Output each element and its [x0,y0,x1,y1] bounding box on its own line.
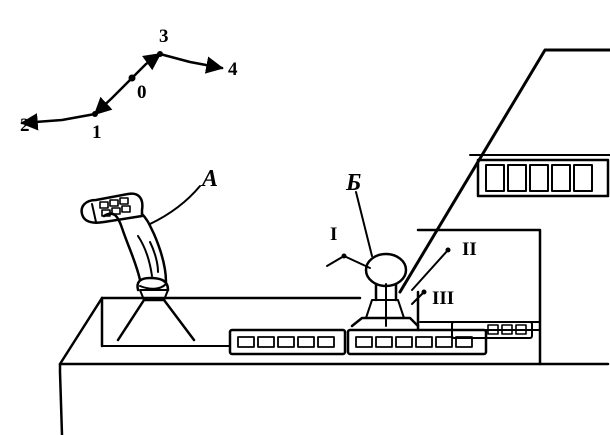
joystick-shaft-left [102,212,142,282]
lever-label-III: III [432,288,454,309]
lever-knob [364,252,408,288]
joystick-shaft-right [140,212,168,284]
console-body [58,48,610,435]
lever-leader [355,191,373,257]
joystick: А [80,166,218,342]
lever-leader-I [326,255,371,269]
scheme-label-4: 4 [228,59,238,80]
indicator-frame-top [476,158,610,198]
arrow-3-to-4 [158,52,224,74]
indicator-row-small [451,321,533,339]
lever-label-II: II [462,239,477,260]
scheme-node-1 [92,111,98,117]
arrow-1-to-2 [20,112,97,131]
panel-recess [416,228,542,366]
arrow-0-to-3 [130,52,162,80]
indicator-frame-right [346,328,488,356]
indicator-row-right [346,328,488,356]
indicator-frame-small [451,321,533,339]
indicator-panel-top [476,158,610,198]
arrow-0-to-1 [93,76,134,116]
console-front-edge [58,362,610,435]
scheme-label-1: 1 [92,122,102,143]
scheme-node-0 [128,74,136,82]
shift-scheme: 0 1 2 3 4 [20,26,238,143]
scheme-node-3 [157,51,163,57]
tall-panel-slope [398,48,610,294]
scheme-label-3: 3 [159,26,169,47]
lever-label: Б [345,170,361,196]
console-left-bevel [58,296,104,366]
scheme-label-2: 2 [20,115,30,136]
lever-leader-III [411,291,425,305]
joystick-grip [80,192,144,224]
lever: Б I II III [326,170,477,328]
joystick-label: А [200,166,218,192]
indicator-frame-left [228,328,347,356]
joystick-base [116,298,196,342]
lever-label-I: I [330,224,337,245]
scheme-label-0: 0 [137,82,147,103]
lever-leader-II [411,249,449,291]
joystick-leader [149,185,201,225]
indicator-row-left [228,328,347,356]
